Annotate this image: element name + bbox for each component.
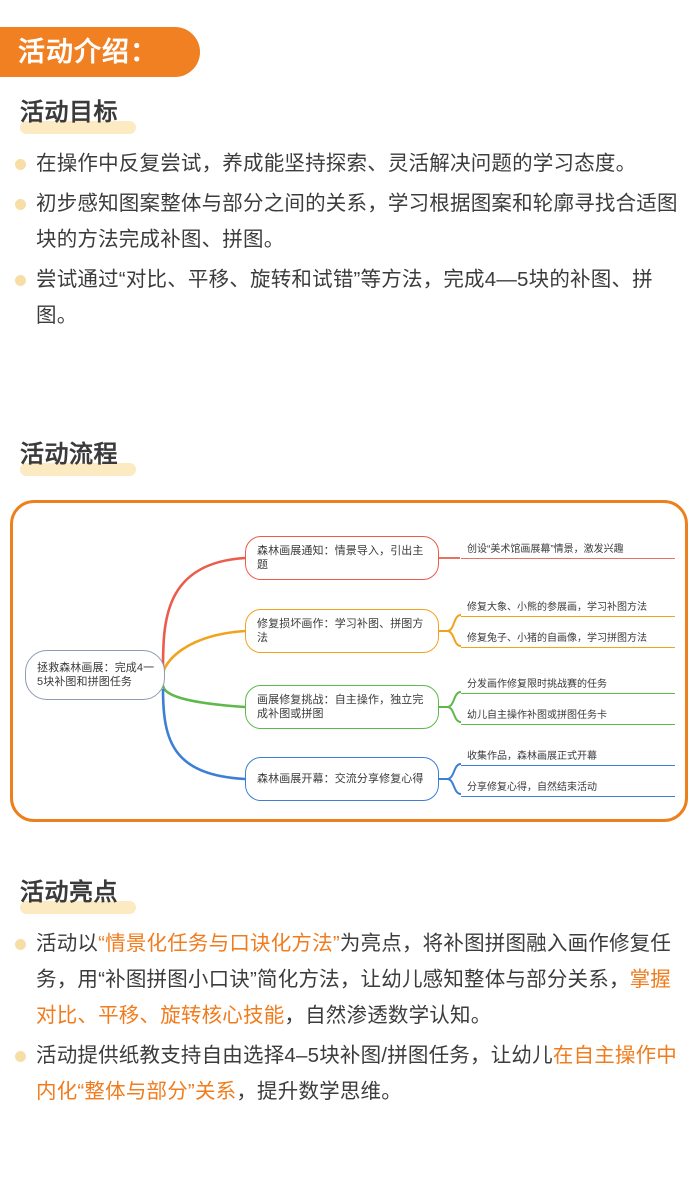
mindmap-branch-label: 画展修复挑战：自主操作，独立完成补图或拼图 bbox=[257, 694, 424, 720]
section-heading-goals: 活动目标 bbox=[20, 96, 136, 134]
mindmap-center-node[interactable]: 拯救森林画展：完成4一5块补图和拼图任务 bbox=[25, 650, 165, 700]
mindmap-leaf-1-1[interactable]: 创设“美术馆画展幕”情景，激发兴趣 bbox=[461, 543, 675, 559]
list-item: 活动以“情景化任务与口诀化方法”为亮点，将补图拼图融入画作修复任务，用“补图拼图… bbox=[14, 926, 690, 1034]
mindmap-branch-node-1[interactable]: 森林画展通知：情景导入，引出主题 bbox=[245, 536, 439, 580]
mindmap-branch-node-2[interactable]: 修复损坏画作：学习补图、拼图方法 bbox=[245, 609, 439, 653]
mindmap-branch-label: 森林画展开幕：交流分享修复心得 bbox=[257, 773, 424, 785]
mindmap-leaf-3-2[interactable]: 幼儿自主操作补图或拼图任务卡 bbox=[461, 709, 675, 725]
highlights-list: 活动以“情景化任务与口诀化方法”为亮点，将补图拼图融入画作修复任务，用“补图拼图… bbox=[14, 926, 690, 1114]
mindmap-leaf-2-2[interactable]: 修复兔子、小猪的自画像，学习拼图方法 bbox=[461, 632, 675, 648]
mindmap-center-label: 拯救森林画展：完成4一5块补图和拼图任务 bbox=[37, 662, 155, 688]
body-text: 为亮点，将补图拼图融入画作修复任务，用“补图拼图小口诀”简化方法，让幼儿感知整体… bbox=[36, 932, 672, 991]
body-text: 活动提供纸教支持自由选择4–5块补图/拼图任务，让幼儿 bbox=[36, 1044, 553, 1067]
page-title: 活动介绍： bbox=[18, 36, 158, 67]
page-title-banner: 活动介绍： bbox=[0, 27, 200, 77]
mindmap-branch-node-4[interactable]: 森林画展开幕：交流分享修复心得 bbox=[245, 757, 439, 801]
mindmap-leaf-2-1[interactable]: 修复大象、小熊的参展画，学习补图方法 bbox=[461, 601, 675, 617]
mindmap-leaf-4-1[interactable]: 收集作品，森林画展正式开幕 bbox=[461, 750, 675, 766]
section-heading-flow: 活动流程 bbox=[20, 438, 136, 476]
accent-text: 掌握对比、平移、旋转核心技能 bbox=[36, 968, 672, 1027]
section-heading-highlights-label: 活动亮点 bbox=[20, 879, 118, 906]
heading-highlight-bar bbox=[20, 463, 136, 476]
list-item: 尝试通过“对比、平移、旋转和试错”等方法，完成4—5块的补图、拼图。 bbox=[14, 262, 690, 334]
body-text: ，提升数学思维。 bbox=[236, 1080, 402, 1103]
list-item: 活动提供纸教支持自由选择4–5块补图/拼图任务，让幼儿在自主操作中内化“整体与部… bbox=[14, 1038, 690, 1110]
section-heading-highlights: 活动亮点 bbox=[20, 876, 136, 914]
section-heading-flow-label: 活动流程 bbox=[20, 441, 118, 468]
heading-highlight-bar bbox=[20, 121, 136, 134]
body-text: ，自然渗透数学认知。 bbox=[284, 1004, 492, 1027]
activity-flow-mindmap: 拯救森林画展：完成4一5块补图和拼图任务 森林画展通知：情景导入，引出主题 修复… bbox=[10, 500, 688, 822]
mindmap-branch-label: 修复损坏画作：学习补图、拼图方法 bbox=[257, 618, 424, 644]
mindmap-branch-node-3[interactable]: 画展修复挑战：自主操作，独立完成补图或拼图 bbox=[245, 685, 439, 729]
mindmap-leaf-3-1[interactable]: 分发画作修复限时挑战赛的任务 bbox=[461, 678, 675, 694]
goals-list: 在操作中反复尝试，养成能坚持探索、灵活解决问题的学习态度。 初步感知图案整体与部… bbox=[14, 146, 690, 338]
heading-highlight-bar bbox=[20, 901, 136, 914]
section-heading-goals-label: 活动目标 bbox=[20, 99, 118, 126]
accent-text: 在自主操作中内化“整体与部分”关系 bbox=[36, 1044, 678, 1103]
mindmap-leaf-4-2[interactable]: 分享修复心得，自然结束活动 bbox=[461, 781, 675, 797]
list-item: 在操作中反复尝试，养成能坚持探索、灵活解决问题的学习态度。 bbox=[14, 146, 690, 182]
accent-text: “情景化任务与口诀化方法” bbox=[98, 932, 340, 955]
list-item: 初步感知图案整体与部分之间的关系，学习根据图案和轮廓寻找合适图块的方法完成补图、… bbox=[14, 186, 690, 258]
mindmap-branch-label: 森林画展通知：情景导入，引出主题 bbox=[257, 545, 424, 571]
body-text: 活动以 bbox=[36, 932, 99, 955]
